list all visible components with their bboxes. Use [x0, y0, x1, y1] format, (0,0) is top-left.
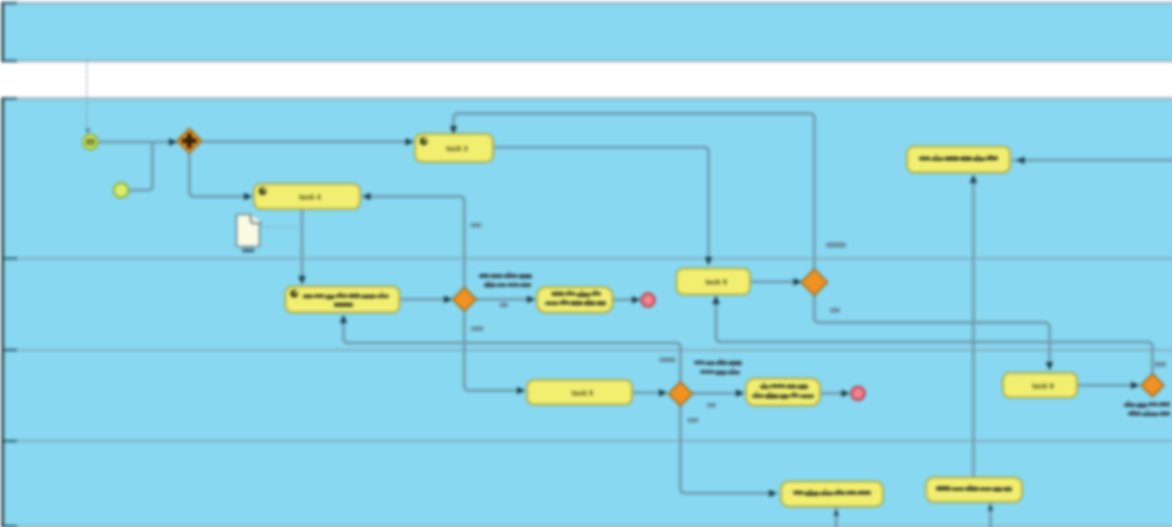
svg-text:task 8: task 8 — [1032, 381, 1054, 390]
svg-text:task 9: task 9 — [705, 278, 727, 287]
svg-text:task 4: task 4 — [299, 193, 321, 202]
svg-text:task 3: task 3 — [446, 144, 468, 153]
svg-text:task 5: task 5 — [572, 388, 594, 397]
